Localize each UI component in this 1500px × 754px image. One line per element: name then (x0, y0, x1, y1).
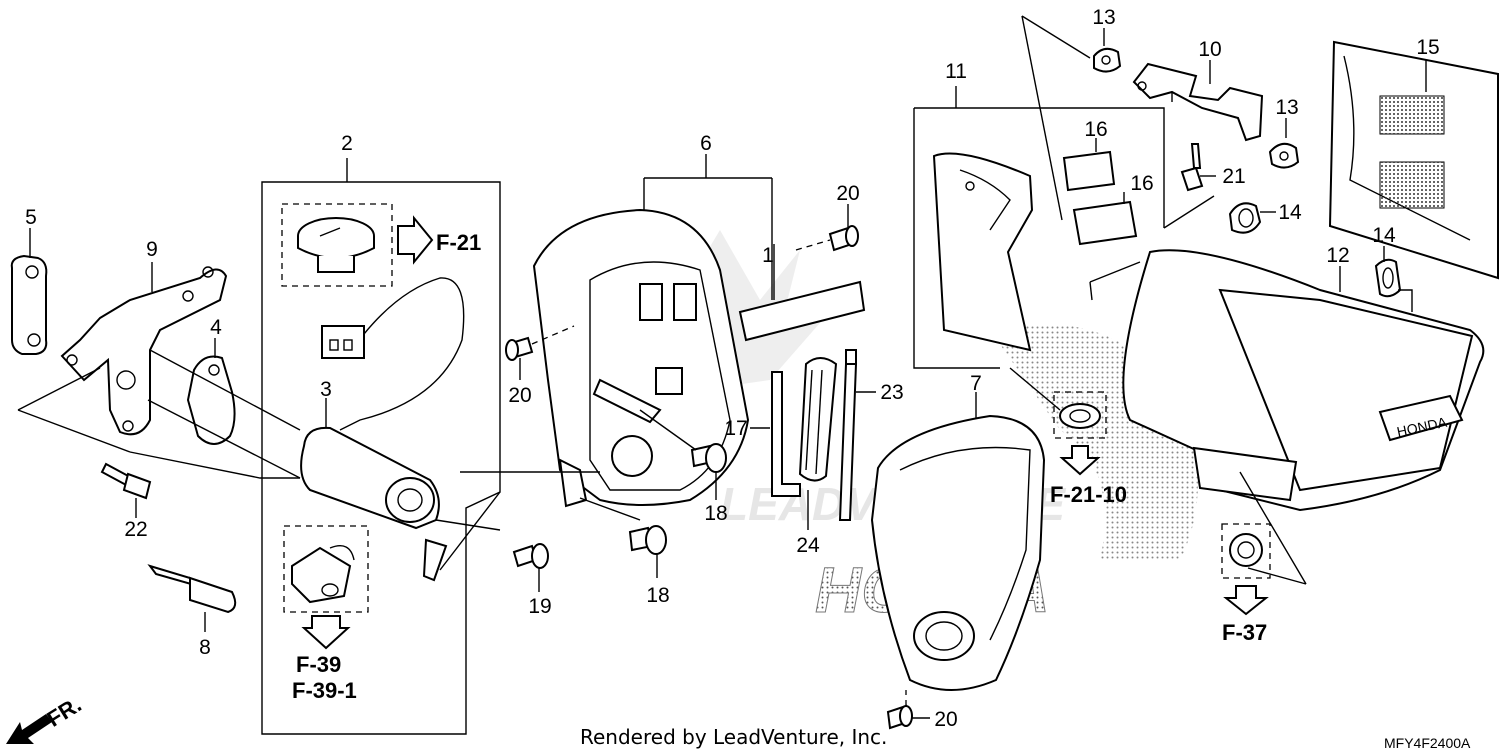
part-12-cover[interactable]: HONDA (1122, 249, 1485, 512)
part-18-bolt-a[interactable] (690, 443, 727, 473)
part-8-key[interactable] (147, 564, 237, 614)
part-4-lock-plate[interactable] (186, 355, 236, 445)
callout-14a[interactable]: 14 (1278, 201, 1302, 224)
callout-21[interactable]: 21 (1222, 165, 1245, 188)
callout-15[interactable]: 15 (1416, 36, 1439, 59)
part-13-nut-a[interactable] (1093, 47, 1122, 73)
front-direction-arrow: FR. (6, 692, 86, 744)
callout-13b[interactable]: 13 (1275, 96, 1298, 119)
callout-18a[interactable]: 18 (704, 502, 727, 525)
callout-14b[interactable]: 14 (1372, 224, 1396, 247)
callout-23[interactable]: 23 (880, 381, 903, 404)
part-16-sticker-b[interactable] (1072, 200, 1138, 246)
part-19-bolt[interactable] (512, 543, 549, 569)
callout-10[interactable]: 10 (1198, 38, 1221, 61)
part-15-panel[interactable] (1328, 40, 1499, 280)
callout-19[interactable]: 19 (528, 595, 551, 618)
part-harness (321, 277, 465, 431)
callout-11[interactable]: 11 (945, 60, 967, 83)
part-20-clip-top[interactable] (828, 225, 859, 252)
ref-f21[interactable]: F-21 (436, 230, 481, 255)
part-ignition-cap (297, 217, 375, 273)
callout-12[interactable]: 12 (1326, 244, 1349, 267)
part-lock-cylinder (291, 545, 355, 604)
part-7-side-cover[interactable] (870, 414, 1046, 691)
callout-7[interactable]: 7 (970, 372, 982, 395)
part-18-bolt-b[interactable] (628, 525, 667, 555)
part-16-sticker-a[interactable] (1062, 150, 1116, 192)
part-23-screwdriver-shaft[interactable] (838, 349, 858, 521)
part-13-nut-b[interactable] (1268, 142, 1300, 169)
part-1-pad[interactable] (738, 280, 866, 342)
ref-f21-10[interactable]: F-21-10 (1050, 482, 1127, 507)
callout-17[interactable]: 17 (724, 417, 747, 440)
diagram-code: MFY4F2400A (1384, 735, 1471, 751)
callout-8[interactable]: 8 (199, 636, 211, 659)
part-14-grommet-a[interactable] (1228, 202, 1262, 234)
callout-20b[interactable]: 20 (508, 384, 531, 407)
part-5-plate[interactable] (10, 254, 48, 355)
part-11-side-cover[interactable] (932, 152, 1034, 352)
callout-5[interactable]: 5 (25, 206, 37, 229)
callout-22[interactable]: 22 (124, 518, 147, 541)
part-14-grommet-b[interactable] (1374, 258, 1402, 298)
part-20-clip-bottom[interactable] (886, 704, 913, 730)
part-grommet-inset-a (1059, 403, 1101, 429)
callout-13a[interactable]: 13 (1092, 6, 1115, 29)
callout-16b[interactable]: 16 (1130, 172, 1153, 195)
footer-credit: Rendered by LeadVenture, Inc. (580, 725, 887, 749)
part-20-clip-left[interactable] (505, 336, 534, 361)
part-17-hex-wrench[interactable] (771, 371, 801, 497)
part-3-ignition-switch[interactable] (300, 426, 448, 582)
callout-18b[interactable]: 18 (646, 584, 669, 607)
part-21-bolt[interactable] (1180, 143, 1204, 192)
part-24-screwdriver-handle[interactable] (798, 357, 838, 482)
callout-4[interactable]: 4 (210, 316, 222, 339)
ref-f39[interactable]: F-39 (296, 652, 341, 677)
part-10-bracket[interactable] (1132, 62, 1264, 142)
callout-3[interactable]: 3 (320, 378, 332, 401)
callout-1[interactable]: 1 (762, 244, 774, 267)
ref-f39-1[interactable]: F-39-1 (292, 678, 357, 703)
ref-f37[interactable]: F-37 (1222, 620, 1267, 645)
part-grommet-inset-b (1229, 533, 1263, 567)
callout-6[interactable]: 6 (700, 132, 712, 155)
callout-2[interactable]: 2 (341, 132, 353, 155)
callout-9[interactable]: 9 (146, 238, 158, 261)
callout-20a[interactable]: 20 (836, 182, 859, 205)
part-9-bracket[interactable] (60, 266, 228, 436)
callout-20c[interactable]: 20 (934, 708, 957, 731)
callout-16a[interactable]: 16 (1084, 118, 1107, 141)
part-22-bolt[interactable] (100, 462, 152, 500)
front-label: FR. (42, 692, 85, 732)
callout-24[interactable]: 24 (796, 534, 820, 557)
